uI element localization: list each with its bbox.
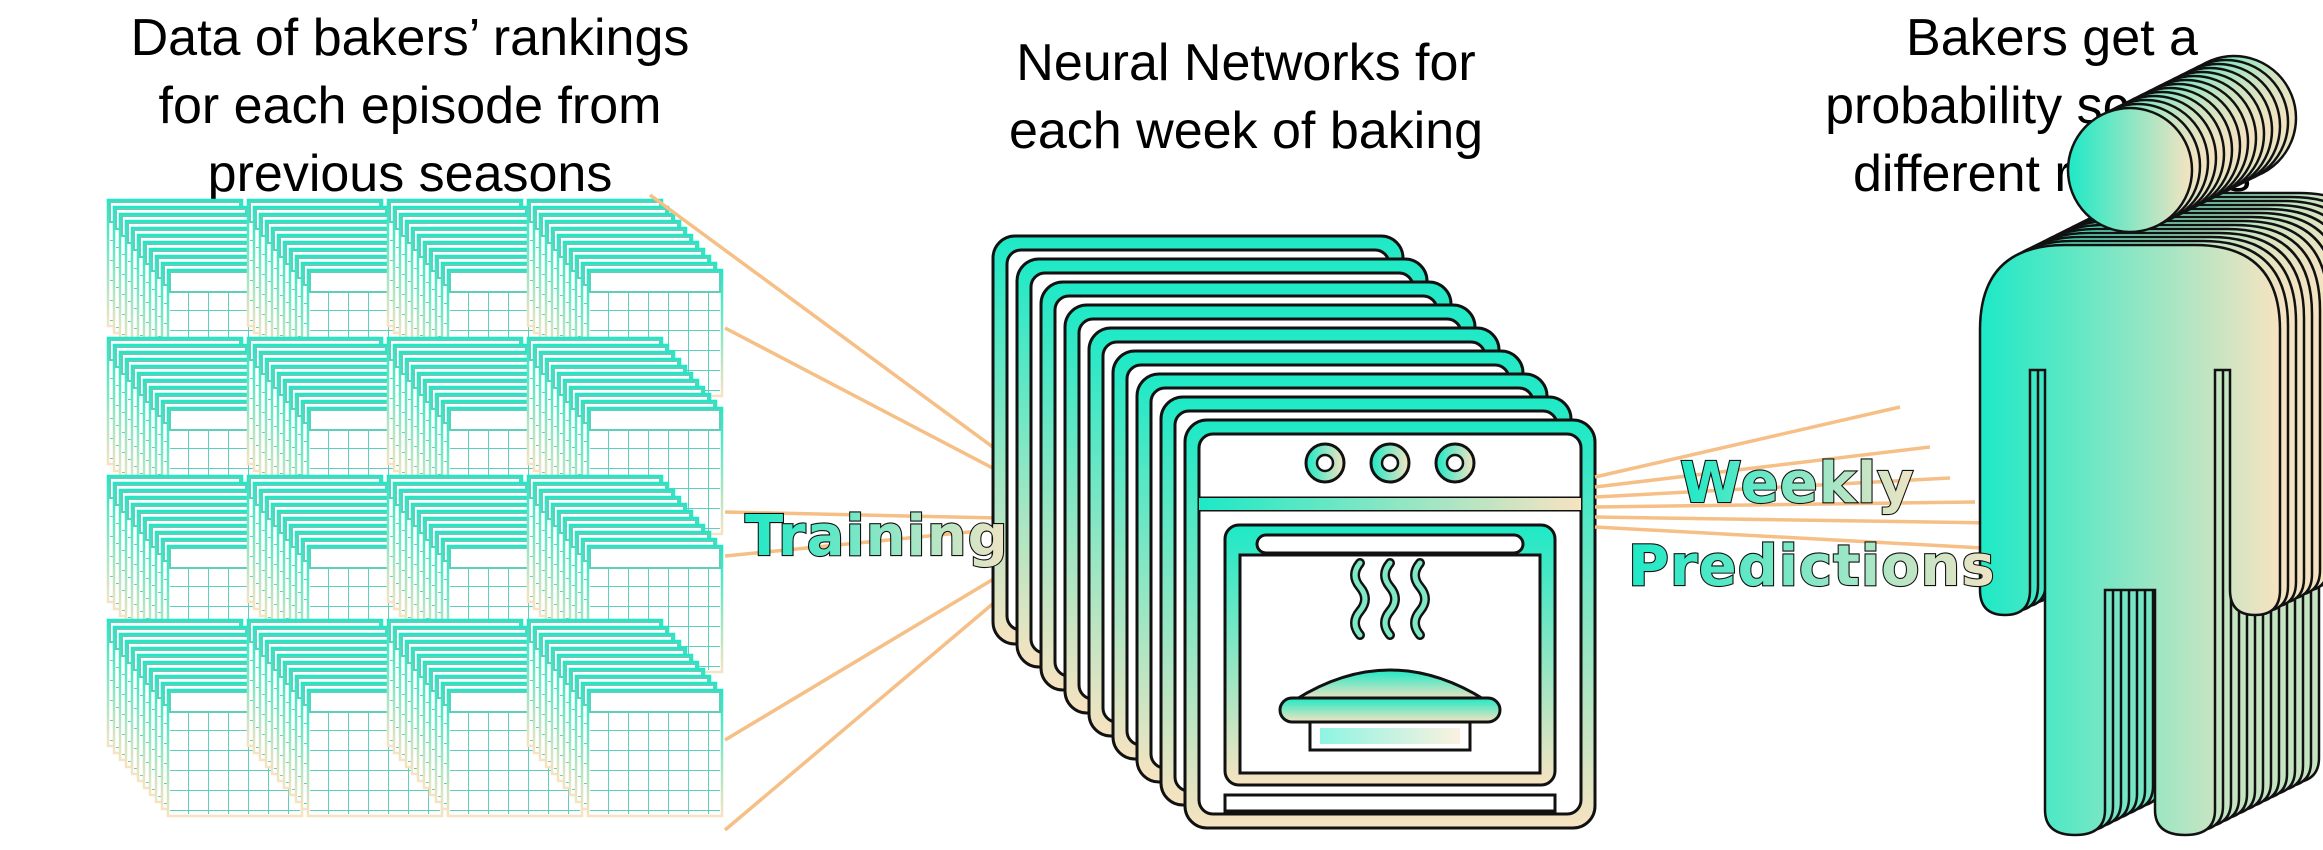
training-label: Training	[745, 504, 1009, 569]
spreadsheet-stack-icon	[106, 198, 724, 818]
weekly-label: Weekly	[1680, 451, 1915, 516]
networks-caption-line-1: Neural Networks for	[1016, 34, 1475, 92]
prediction-arrow	[1594, 500, 1976, 509]
prediction-arrow	[1594, 515, 1996, 525]
networks-caption: Neural Networks for each week of baking	[1009, 34, 1483, 160]
data-caption-line-1: Data of bakers’ rankings	[131, 9, 690, 67]
prediction-arrow	[1594, 476, 1951, 499]
networks-caption-line-2: each week of baking	[1009, 102, 1483, 160]
spreadsheet-sheet	[586, 688, 724, 818]
data-caption: Data of bakers’ rankings for each episod…	[131, 9, 690, 203]
data-caption-line-2: for each episode from	[159, 77, 662, 135]
prediction-arrow	[1594, 445, 1931, 489]
predictions-label: Predictions	[1628, 534, 1996, 599]
prediction-arrows	[1594, 405, 2021, 552]
bakers-caption-line-1: Bakers get a	[1906, 9, 2198, 67]
data-caption-line-3: previous seasons	[208, 145, 613, 203]
prediction-arrow	[1594, 405, 1901, 479]
oven-front	[1199, 442, 1581, 813]
prediction-arrow	[1594, 525, 2021, 552]
oven-stack-icon	[991, 234, 1597, 830]
